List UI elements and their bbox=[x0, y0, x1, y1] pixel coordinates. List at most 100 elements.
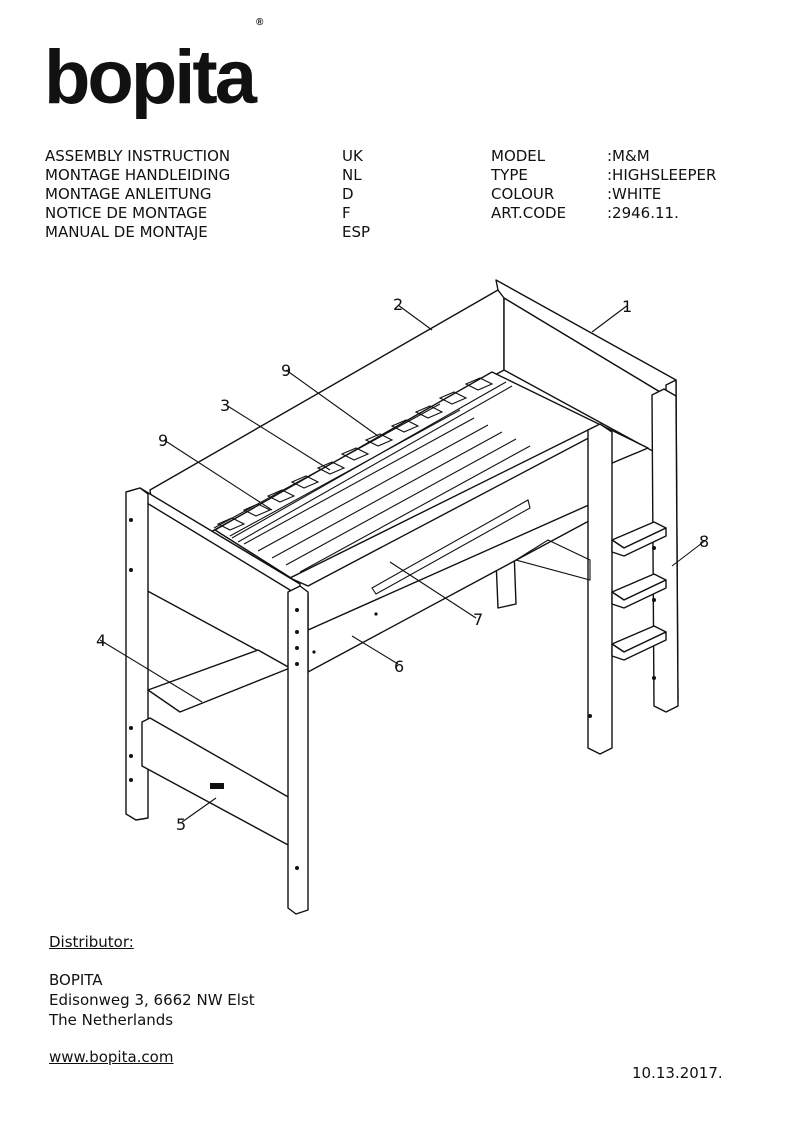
highsleeper-assembly-drawing: 1 2 3 4 5 6 7 8 9 9 bbox=[96, 279, 709, 915]
bolt-hole bbox=[129, 754, 133, 758]
lang-uk: UK bbox=[342, 147, 363, 165]
ladder-post bbox=[651, 388, 679, 713]
slat-frame bbox=[214, 371, 649, 591]
part-label-5: 5 bbox=[176, 815, 186, 834]
bolt-hole bbox=[295, 866, 299, 870]
leader-line-5 bbox=[181, 797, 217, 823]
leader-line-1 bbox=[591, 304, 629, 333]
leader-line-4 bbox=[99, 639, 203, 703]
ladder-step-3-front bbox=[611, 631, 667, 661]
distributor-label: Distributor: bbox=[49, 933, 134, 951]
left-under-rail bbox=[147, 649, 291, 713]
title-nl: MONTAGE HANDLEIDING bbox=[45, 166, 231, 184]
address-company: BOPITA bbox=[49, 971, 103, 989]
bolt-hole bbox=[295, 646, 299, 650]
bolt-hole bbox=[129, 518, 133, 522]
language-codes: UK NL D F ESP bbox=[342, 147, 370, 242]
slat-tab bbox=[438, 391, 468, 405]
distributor-address: BOPITA Edisonweg 3, 6662 NW Elst The Net… bbox=[49, 970, 255, 1030]
foot-lower-board bbox=[141, 717, 291, 847]
bolt-hole bbox=[312, 650, 316, 654]
ladder-step-2-front bbox=[611, 579, 667, 609]
slat-tab bbox=[242, 503, 272, 517]
value-type: :HIGHSLEEPER bbox=[607, 166, 717, 184]
slat-tab bbox=[340, 447, 370, 461]
centre-beam bbox=[231, 381, 507, 539]
slat-tab bbox=[266, 489, 296, 503]
value-artcode: :2946.11. bbox=[607, 204, 679, 222]
centre-beam bbox=[237, 385, 513, 543]
address-street: Edisonweg 3, 6662 NW Elst bbox=[49, 991, 255, 1009]
slat-tab bbox=[414, 405, 444, 419]
bolt-hole bbox=[652, 676, 656, 680]
address-country: The Netherlands bbox=[49, 1011, 174, 1029]
front-left-post bbox=[287, 585, 309, 915]
slat-tab bbox=[316, 461, 346, 475]
lang-de: D bbox=[342, 185, 354, 203]
bolt-hole bbox=[652, 546, 656, 550]
part-label-8: 8 bbox=[699, 532, 709, 551]
slat-tab bbox=[390, 419, 420, 433]
part-label-7: 7 bbox=[473, 610, 483, 629]
value-model: :M&M bbox=[607, 147, 650, 165]
slat-line bbox=[213, 403, 441, 529]
label-plate bbox=[210, 783, 224, 789]
spec-keys: MODEL TYPE COLOUR ART.CODE bbox=[491, 147, 566, 223]
lang-fr: F bbox=[342, 204, 351, 222]
slat-tab bbox=[216, 517, 246, 531]
slat-line bbox=[299, 445, 531, 573]
key-artcode: ART.CODE bbox=[491, 204, 567, 222]
key-colour: COLOUR bbox=[491, 185, 555, 203]
bolt-hole bbox=[129, 726, 133, 730]
part-label-9a: 9 bbox=[281, 361, 291, 380]
value-colour: :WHITE bbox=[607, 185, 662, 203]
leader-line-3 bbox=[225, 404, 331, 471]
slat-line bbox=[285, 438, 517, 566]
leader-line-6 bbox=[351, 635, 399, 665]
bolt-hole bbox=[374, 612, 378, 616]
part-label-2: 2 bbox=[393, 295, 403, 314]
bolt-hole bbox=[129, 568, 133, 572]
leader-line-9a bbox=[285, 369, 379, 437]
part-label-3: 3 bbox=[220, 396, 230, 415]
bolt-hole bbox=[295, 662, 299, 666]
bopita-logo: bopita® bbox=[44, 17, 263, 116]
document-date: 10.13.2017. bbox=[632, 1064, 723, 1082]
back-left-post bbox=[125, 487, 149, 821]
spec-values: :M&M :HIGHSLEEPER :WHITE :2946.11. bbox=[607, 147, 716, 223]
slat-tab bbox=[464, 377, 494, 391]
title-fr: NOTICE DE MONTAGE bbox=[45, 204, 208, 222]
slat-tab bbox=[364, 433, 394, 447]
part-label-4: 4 bbox=[96, 631, 106, 650]
brand-name: bopita bbox=[44, 35, 257, 120]
front-right-post bbox=[587, 423, 613, 755]
bolt-hole bbox=[129, 778, 133, 782]
right-under-rail bbox=[514, 539, 591, 581]
bolt-hole bbox=[652, 598, 656, 602]
slat-line bbox=[257, 424, 489, 552]
leader-line-9b bbox=[163, 439, 273, 511]
slat-line bbox=[243, 417, 475, 545]
part-label-6: 6 bbox=[394, 657, 404, 676]
key-type: TYPE bbox=[491, 166, 528, 184]
lang-es: ESP bbox=[342, 223, 371, 241]
under-bed-edge bbox=[371, 499, 531, 595]
slat-line bbox=[271, 431, 503, 559]
instruction-titles: ASSEMBLY INSTRUCTION MONTAGE HANDLEIDING… bbox=[45, 147, 230, 242]
title-de: MONTAGE ANLEITUNG bbox=[45, 185, 212, 203]
slat-tab bbox=[290, 475, 320, 489]
leader-line-8 bbox=[671, 539, 707, 567]
leader-line-7 bbox=[389, 561, 477, 619]
ladder-step-1-front bbox=[611, 527, 667, 557]
part-label-9b: 9 bbox=[158, 431, 168, 450]
part-label-1: 1 bbox=[622, 297, 632, 316]
lang-nl: NL bbox=[342, 166, 362, 184]
bolt-hole bbox=[295, 608, 299, 612]
slat-line bbox=[229, 409, 461, 537]
registered-mark: ® bbox=[255, 16, 264, 28]
title-uk: ASSEMBLY INSTRUCTION bbox=[45, 147, 231, 165]
leader-line-2 bbox=[397, 304, 433, 331]
bolt-hole bbox=[588, 714, 592, 718]
website-link[interactable]: www.bopita.com bbox=[49, 1048, 174, 1066]
bolt-hole bbox=[295, 630, 299, 634]
